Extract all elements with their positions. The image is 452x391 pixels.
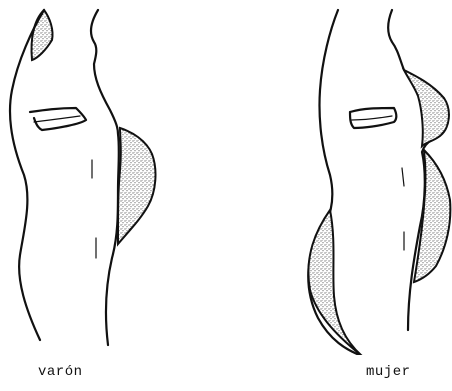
- female-belly-fat: [414, 150, 450, 282]
- male-arm-crease: [34, 116, 80, 122]
- male-torso-mark: [92, 160, 96, 258]
- female-breast-fat: [404, 70, 449, 146]
- female-hip-fat: [308, 210, 362, 355]
- male-front-outline: [91, 10, 119, 345]
- female-caption: mujer: [366, 364, 411, 380]
- male-belly-fat: [118, 128, 155, 244]
- male-caption: varón: [38, 364, 83, 380]
- male-back-outline: [10, 10, 44, 340]
- female-torso-mark: [402, 168, 404, 250]
- female-figure-drawing: [290, 0, 452, 355]
- female-arm-outline: [350, 108, 396, 128]
- male-upper-back-fat: [32, 10, 53, 60]
- female-arm-crease: [352, 116, 392, 120]
- male-figure-drawing: [0, 0, 200, 355]
